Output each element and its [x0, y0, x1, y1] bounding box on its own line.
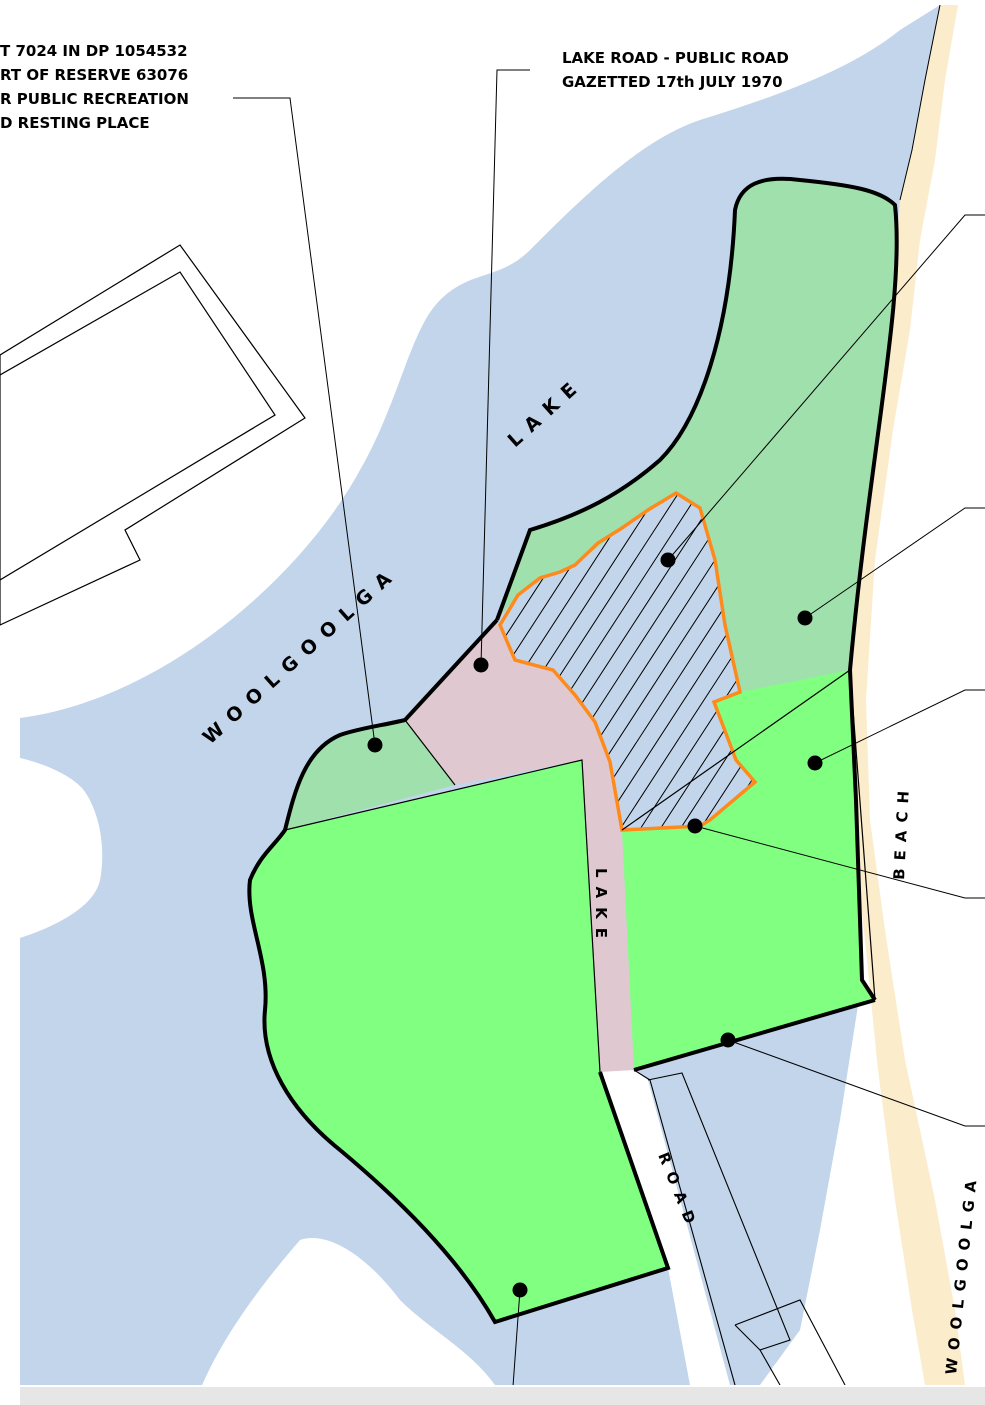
leader-park-west [512, 1289, 521, 1385]
label-lake-road-upper: LAKE [592, 868, 610, 947]
reserve-area-southwest [285, 720, 455, 830]
dot-park-west [512, 1282, 528, 1298]
park-area-west [249, 760, 669, 1322]
callout-reserve-line-3: R PUBLIC RECREATION [0, 90, 189, 108]
island-west [20, 758, 103, 938]
dot-reserve-sw [367, 737, 383, 753]
dot-hatched [660, 552, 676, 568]
callout-reserve-line-2: RT OF RESERVE 63076 [0, 66, 188, 84]
woolgoolga-beach-road [848, 5, 965, 1385]
leader-reserve [233, 97, 376, 746]
leader-hatched [667, 214, 985, 561]
leader-orange-boundary [694, 825, 985, 899]
label-beach-road-upper: BEACH [890, 783, 913, 881]
internal-boundaries [284, 669, 876, 1073]
hatched-area-outline [498, 490, 758, 832]
reserve-area-north [497, 178, 897, 692]
lake-road-reserve [405, 620, 634, 1072]
footer-bar [20, 1387, 985, 1405]
dot-lake-road [473, 657, 489, 673]
callout-reserve: T 7024 IN DP 1054532 RT OF RESERVE 63076… [0, 42, 189, 132]
leader-lake-road [480, 69, 530, 666]
site-boundary [247, 176, 899, 1325]
callout-lake-road-line-2: GAZETTED 17th JULY 1970 [562, 73, 783, 91]
leader-park-east [814, 689, 985, 764]
callout-lake-road: LAKE ROAD - PUBLIC ROAD GAZETTED 17th JU… [562, 49, 789, 91]
callout-reserve-line-1: T 7024 IN DP 1054532 [0, 42, 188, 60]
leader-south-boundary [727, 1039, 985, 1127]
callout-reserve-line-4: D RESTING PLACE [0, 114, 150, 132]
beach-road-edge [899, 4, 941, 201]
building-outline-inner [0, 271, 276, 581]
hatch-lines [500, 493, 755, 830]
dot-reserve-north [797, 610, 813, 626]
park-area-east [622, 670, 875, 1070]
lot-outline-south [734, 1299, 846, 1385]
leader-reserve-north [804, 507, 985, 619]
map-canvas: WOOLGOOLGA LAKE LAKE ROAD BEACH WOOLGOOL… [0, 4, 985, 1385]
road-edge-lines [633, 1069, 791, 1385]
building-outline-outer [0, 244, 306, 626]
leader-dots [367, 552, 823, 1298]
island-south [202, 1238, 495, 1385]
leader-lines [233, 69, 985, 1385]
page-margin-left [0, 720, 20, 1405]
callout-lake-road-line-1: LAKE ROAD - PUBLIC ROAD [562, 49, 789, 67]
hatched-area [500, 493, 755, 830]
dot-orange-boundary [687, 818, 703, 834]
lake-road-corridor [600, 1070, 730, 1385]
dot-south-boundary [720, 1032, 736, 1048]
dot-park-east [807, 755, 823, 771]
